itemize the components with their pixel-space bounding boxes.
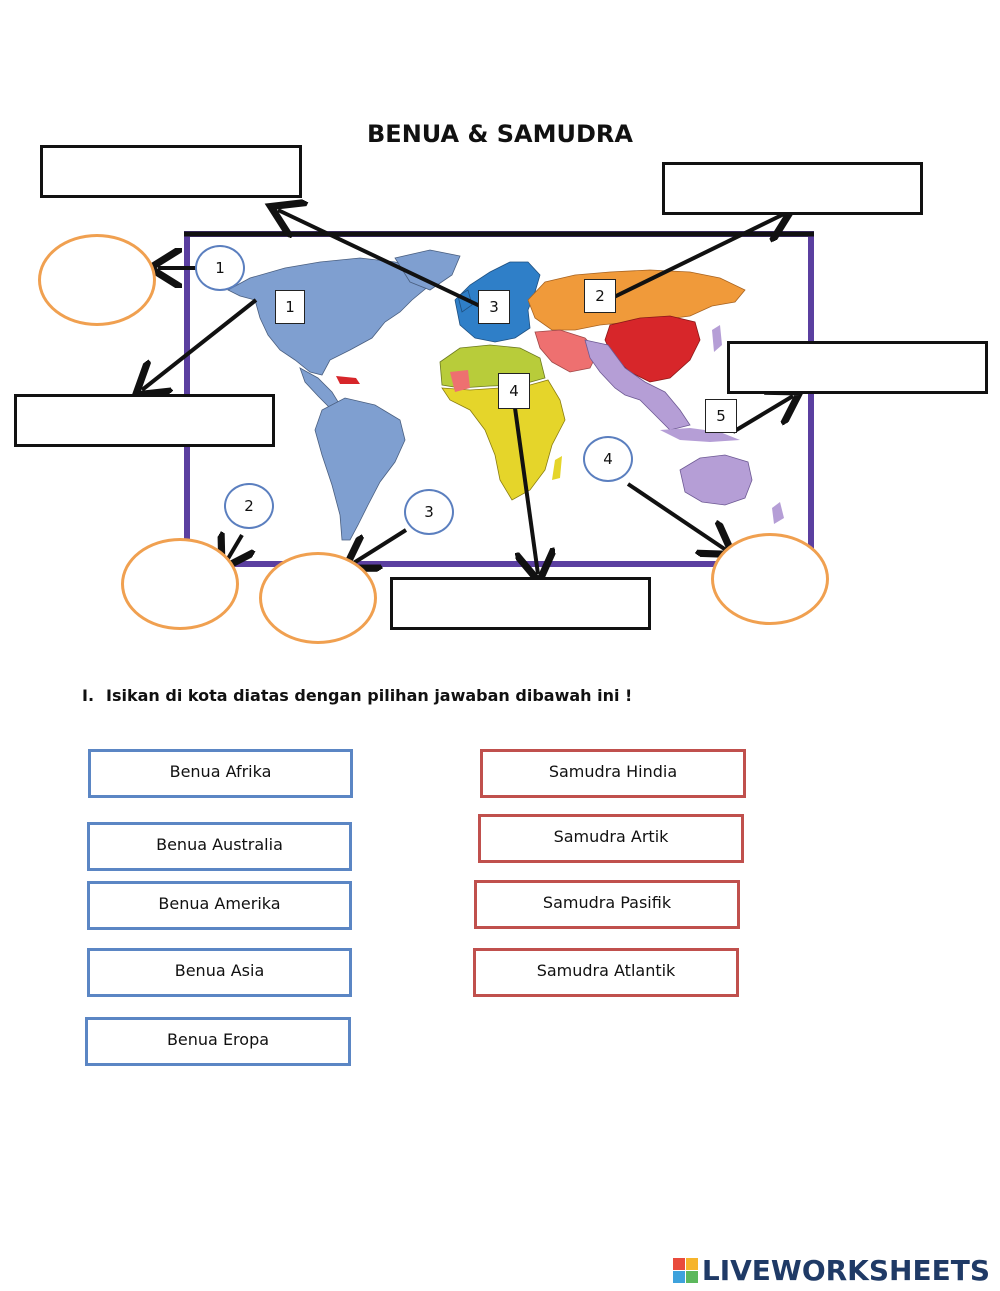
arrow-ocean-3 xyxy=(352,528,408,564)
south-america-shape xyxy=(314,397,406,541)
continent-marker-5: 5 xyxy=(705,399,737,433)
choice-samudra-pasifik[interactable]: Samudra Pasifik xyxy=(474,880,740,929)
arrow-continent-1 xyxy=(142,298,258,390)
instruction-text: Isikan di kota diatas dengan pilihan jaw… xyxy=(106,686,633,705)
continent-answer-box-1b[interactable] xyxy=(14,394,275,447)
choice-benua-afrika[interactable]: Benua Afrika xyxy=(88,749,353,798)
ocean-marker-2: 2 xyxy=(224,483,274,529)
continent-answer-box-2[interactable] xyxy=(662,162,923,215)
arrows xyxy=(142,210,793,574)
continent-answer-box-1[interactable] xyxy=(40,145,302,198)
choice-benua-australia[interactable]: Benua Australia xyxy=(87,822,352,871)
continent-marker-2: 2 xyxy=(584,279,616,313)
instruction-number: I. xyxy=(82,686,95,705)
ocean-answer-circle-3[interactable] xyxy=(259,552,377,644)
choice-samudra-hindia[interactable]: Samudra Hindia xyxy=(480,749,746,798)
madagascar-shape xyxy=(552,456,562,480)
choice-samudra-artik[interactable]: Samudra Artik xyxy=(478,814,744,863)
ocean-answer-circle-1[interactable] xyxy=(38,234,156,326)
ocean-answer-circle-4[interactable] xyxy=(711,533,829,625)
north-america-shape xyxy=(227,257,431,376)
choice-benua-amerika[interactable]: Benua Amerika xyxy=(87,881,352,930)
ocean-marker-4: 4 xyxy=(583,436,633,482)
arrow-continent-4 xyxy=(513,407,538,574)
logo-icon xyxy=(672,1258,698,1283)
instruction: I. Isikan di kota diatas dengan pilihan j… xyxy=(82,686,632,705)
middle-east-shape xyxy=(534,329,599,373)
choice-benua-asia[interactable]: Benua Asia xyxy=(87,948,352,997)
arrow-continent-5 xyxy=(731,396,793,434)
greenland-shape xyxy=(394,249,461,291)
logo-text: LIVEWORKSHEETS xyxy=(701,1254,990,1287)
west-africa-highlight-shape xyxy=(450,370,470,392)
australia-shape xyxy=(679,454,753,506)
continent-marker-1: 1 xyxy=(275,290,305,324)
continent-answer-box-4[interactable] xyxy=(390,577,651,630)
indonesia-shape xyxy=(660,428,740,442)
choice-benua-eropa[interactable]: Benua Eropa xyxy=(85,1017,351,1066)
page-title: BENUA & SAMUDRA xyxy=(367,120,633,148)
arrow-continent-3 xyxy=(278,210,481,308)
ocean-marker-1: 1 xyxy=(195,245,245,291)
continent-marker-3: 3 xyxy=(478,290,510,324)
choice-samudra-atlantik[interactable]: Samudra Atlantik xyxy=(473,948,739,997)
ocean-marker-3: 3 xyxy=(404,489,454,535)
japan-shape xyxy=(712,325,722,352)
ocean-answer-circle-2[interactable] xyxy=(121,538,239,630)
arrow-continent-2 xyxy=(611,214,784,300)
liveworksheets-logo: LIVEWORKSHEETS xyxy=(672,1254,990,1287)
arrow-ocean-4 xyxy=(626,482,726,550)
continent-marker-4: 4 xyxy=(498,373,530,409)
new-zealand-shape xyxy=(772,502,784,524)
caribbean-shape xyxy=(336,376,360,384)
continent-answer-box-5[interactable] xyxy=(727,341,988,394)
north-asia-shape xyxy=(527,269,746,331)
